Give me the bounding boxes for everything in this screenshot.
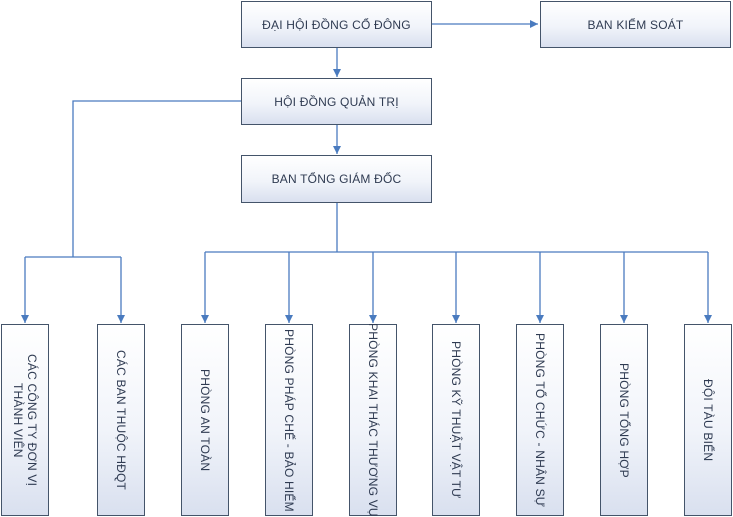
node-board: HỘI ĐỒNG QUẢN TRỊ [241,78,432,125]
node-board-units: CÁC BAN THUỘC HĐQT [97,324,145,516]
node-member-companies: CÁC CÔNG TY ĐƠN VỊ THÀNH VIÊN [1,324,49,516]
node-hr-label: PHÒNG TỔ CHỨC - NHÂN SỰ [533,332,547,508]
node-fleet: ĐỘI TÀU BIỂN [684,324,732,516]
node-executive-label: BAN TỔNG GIÁM ĐỐC [271,172,402,186]
node-member-companies-label: CÁC CÔNG TY ĐƠN VỊ THÀNH VIÊN [11,353,39,487]
node-legal-insurance: PHÒNG PHÁP CHẾ - BẢO HIỂM [265,324,313,516]
node-shareholders-label: ĐẠI HỘI ĐỒNG CỔ ĐÔNG [262,17,411,32]
node-commercial: PHÒNG KHAI THÁC THƯƠNG VỤ [349,323,397,517]
node-safety: PHÒNG AN TOÀN [181,324,229,516]
node-board-label: HỘI ĐỒNG QUẢN TRỊ [274,94,399,109]
node-safety-label: PHÒNG AN TOÀN [198,368,212,472]
node-hr: PHÒNG TỔ CHỨC - NHÂN SỰ [516,324,564,516]
node-shareholders: ĐẠI HỘI ĐỒNG CỔ ĐÔNG [241,1,432,48]
node-commercial-label: PHÒNG KHAI THÁC THƯƠNG VỤ [366,323,380,517]
node-legal-insurance-label: PHÒNG PHÁP CHẾ - BẢO HIỂM [282,328,296,512]
node-board-units-label: CÁC BAN THUỘC HĐQT [114,349,128,491]
node-fleet-label: ĐỘI TÀU BIỂN [701,378,715,462]
connector-board-left-branch [72,100,241,257]
node-general: PHÒNG TỔNG HỢP [600,324,648,516]
node-executive: BAN TỔNG GIÁM ĐỐC [241,155,432,203]
node-supervisory-label: BAN KIỂM SOÁT [587,17,684,32]
node-technical: PHÒNG KỸ THUẬT VẬT TƯ [432,324,480,516]
node-general-label: PHÒNG TỔNG HỢP [617,362,631,478]
node-supervisory: BAN KIỂM SOÁT [540,1,731,48]
node-technical-label: PHÒNG KỸ THUẬT VẬT TƯ [449,341,463,499]
